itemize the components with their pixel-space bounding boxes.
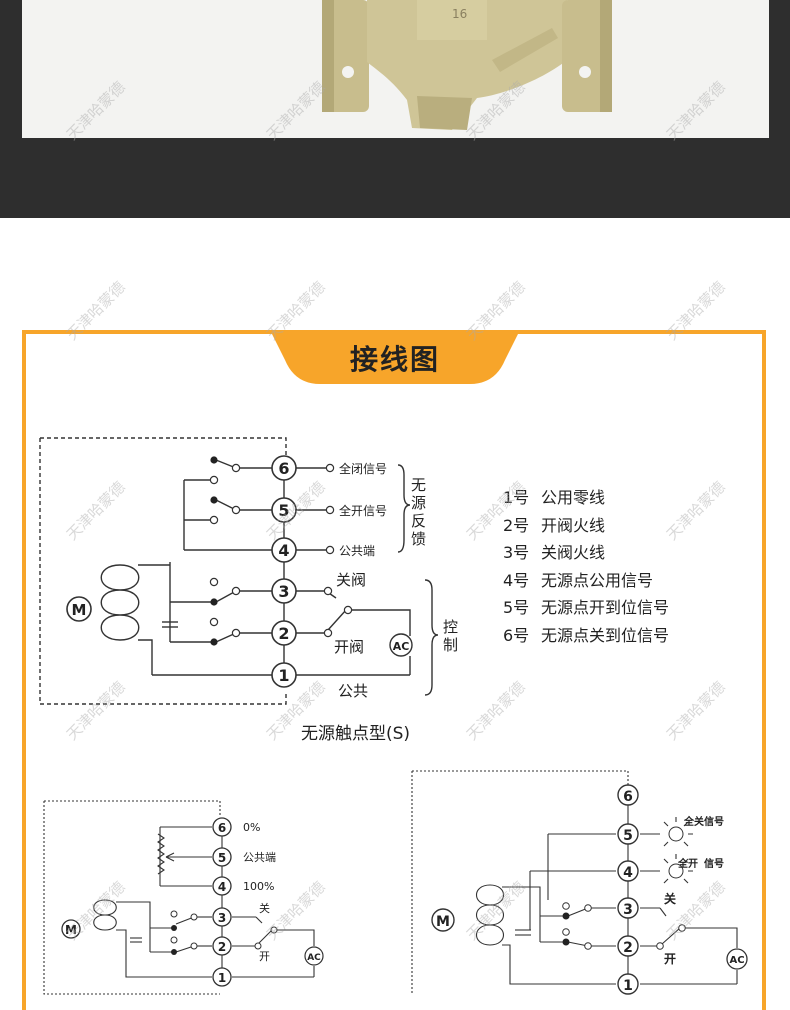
svg-text:3: 3 xyxy=(278,582,289,601)
d1-terminal-6: 6 xyxy=(271,455,297,481)
d1-terminal-1: 1 xyxy=(271,662,297,688)
d2-terminal-3: 3 xyxy=(212,907,232,927)
d3-motor: M xyxy=(431,908,455,932)
d2-label-100pct: 100% xyxy=(243,880,274,893)
svg-text:5: 5 xyxy=(278,501,289,520)
svg-text:无: 无 xyxy=(411,476,426,494)
diagram-3-terminals: 6 5 4 3 2 1 xyxy=(617,784,639,995)
svg-text:2: 2 xyxy=(218,940,226,954)
d3-label-full-open-b: 信号 xyxy=(704,857,724,870)
d2-label-common: 公共端 xyxy=(243,851,276,864)
svg-text:6: 6 xyxy=(623,789,633,805)
svg-text:反: 反 xyxy=(411,512,426,530)
d3-ac: AC xyxy=(726,948,748,970)
d2-terminal-1: 1 xyxy=(212,967,232,987)
d2-terminal-2: 2 xyxy=(212,936,232,956)
svg-text:控: 控 xyxy=(443,618,458,636)
terminal-legend: 1号公用零线 2号开阀火线 3号关阀火线 4号无源点公用信号 5号无源点开到位信… xyxy=(503,484,669,650)
svg-text:5: 5 xyxy=(623,828,633,844)
d1-terminal-3: 3 xyxy=(271,578,297,604)
svg-text:制: 制 xyxy=(443,636,458,654)
svg-text:AC: AC xyxy=(393,640,410,653)
svg-text:M: M xyxy=(65,923,77,937)
d1-control-group: 控制 xyxy=(443,618,458,654)
diagram-1-terminals: 6 5 4 3 2 1 xyxy=(271,455,297,688)
diagram-1-open-contacts xyxy=(209,463,353,638)
d2-label-0pct: 0% xyxy=(243,821,260,834)
d3-label-open: 开 xyxy=(664,952,676,966)
d3-label-full-open-a: 全开 xyxy=(677,857,698,870)
svg-text:M: M xyxy=(72,601,87,619)
svg-text:6: 6 xyxy=(278,459,289,478)
d2-terminal-4: 4 xyxy=(212,876,232,896)
svg-text:4: 4 xyxy=(623,865,633,881)
d2-label-open: 开 xyxy=(259,950,270,963)
d2-ac: AC xyxy=(304,946,324,966)
title-banner xyxy=(270,330,520,384)
d3-terminal-4: 4 xyxy=(617,860,639,882)
d1-label-t4: 公共端 xyxy=(339,544,375,558)
section-title: 接线图 xyxy=(349,343,440,376)
legend-item: 4号无源点公用信号 xyxy=(503,570,654,590)
d1-terminal-2: 2 xyxy=(271,620,297,646)
d1-terminal-5: 5 xyxy=(271,497,297,523)
d3-label-close: 关 xyxy=(664,891,676,906)
svg-text:4: 4 xyxy=(278,541,289,560)
d2-motor: M xyxy=(61,919,81,939)
svg-text:2: 2 xyxy=(278,624,289,643)
d3-terminal-2: 2 xyxy=(617,935,639,957)
svg-text:1: 1 xyxy=(623,978,633,994)
svg-text:源: 源 xyxy=(411,494,426,512)
legend-item: 2号开阀火线 xyxy=(503,515,606,535)
svg-text:4: 4 xyxy=(218,880,226,894)
d3-terminal-1: 1 xyxy=(617,973,639,995)
svg-text:馈: 馈 xyxy=(411,530,426,548)
d2-terminal-5: 5 xyxy=(212,847,232,867)
svg-text:5: 5 xyxy=(218,851,226,865)
d3-terminal-3: 3 xyxy=(617,897,639,919)
valve-body-illustration: 16 xyxy=(322,0,612,130)
svg-text:3: 3 xyxy=(218,911,226,925)
legend-item: 6号无源点关到位信号 xyxy=(503,625,670,645)
d3-label-full-close: 全关信号 xyxy=(683,815,724,828)
legend-item: 3号关阀火线 xyxy=(503,543,606,563)
valve-photo: 16 xyxy=(22,0,769,138)
d1-label-close: 关阀 xyxy=(336,571,366,589)
diagram-2-terminals: 6 5 4 3 2 1 xyxy=(212,817,232,987)
svg-text:1: 1 xyxy=(218,971,226,985)
svg-text:2: 2 xyxy=(623,940,633,956)
valve-cast-mark: 16 xyxy=(452,7,467,21)
d1-terminal-4: 4 xyxy=(271,537,297,563)
d1-label-t6: 全闭信号 xyxy=(339,461,387,476)
d1-label-common: 公共 xyxy=(338,682,368,700)
svg-text:3: 3 xyxy=(623,902,633,918)
diagram-2 xyxy=(43,800,315,995)
d1-label-open: 开阀 xyxy=(334,638,364,656)
d1-motor: M xyxy=(66,596,92,622)
d3-terminal-6: 6 xyxy=(617,784,639,806)
diagram-1-dots xyxy=(210,456,218,646)
legend-item: 1号公用零线 xyxy=(503,488,606,507)
diagram-1-caption: 无源触点型(S) xyxy=(301,724,411,744)
d1-ac: AC xyxy=(389,633,413,657)
d2-label-close: 关 xyxy=(259,901,270,915)
d3-terminal-5: 5 xyxy=(617,823,639,845)
svg-text:AC: AC xyxy=(307,953,321,963)
diagram-3 xyxy=(411,770,738,994)
svg-text:6: 6 xyxy=(218,821,226,835)
legend-item: 5号无源点开到位信号 xyxy=(503,598,670,618)
d2-terminal-6: 6 xyxy=(212,817,232,837)
svg-text:M: M xyxy=(436,914,450,930)
d1-label-t5: 全开信号 xyxy=(339,503,387,518)
svg-text:AC: AC xyxy=(729,955,744,966)
diagram-1 xyxy=(39,437,439,705)
svg-text:1: 1 xyxy=(278,666,289,685)
